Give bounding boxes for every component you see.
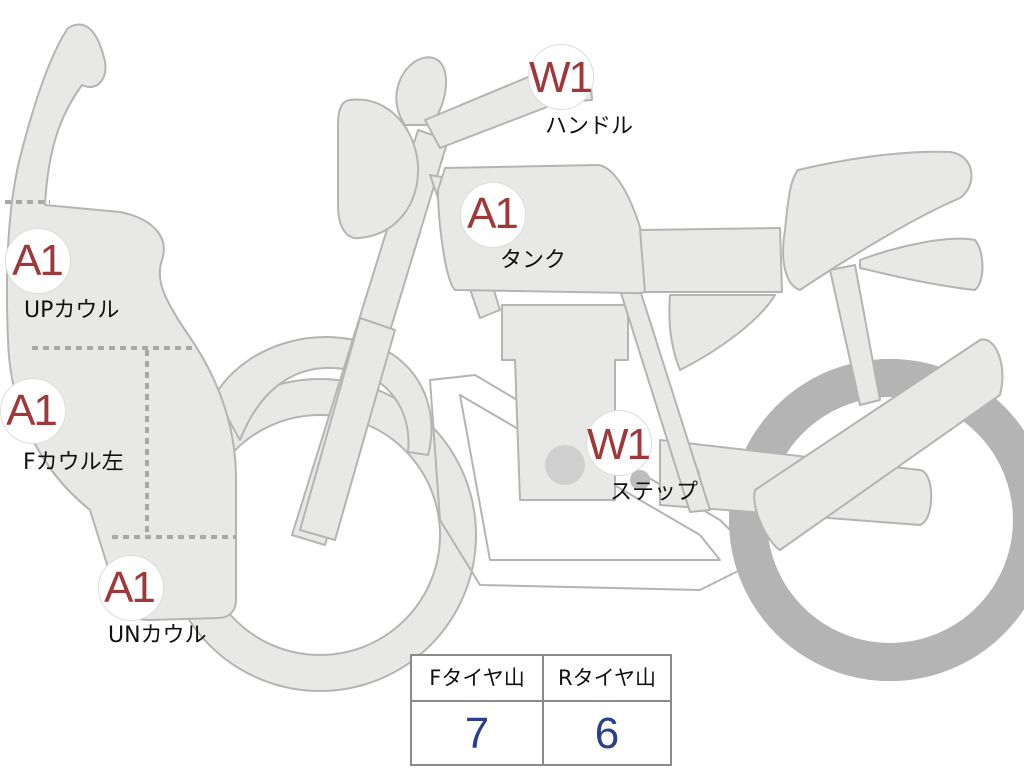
seat	[782, 150, 973, 291]
mirror	[395, 56, 448, 126]
marker-code: A1	[12, 236, 64, 285]
marker-code: W1	[529, 53, 593, 102]
rear-tire-column: Rタイヤ山 6	[542, 656, 672, 764]
rear-wheel	[729, 359, 1024, 681]
marker-code: W1	[587, 420, 651, 469]
rear-shock	[829, 264, 881, 406]
marker-label: ハンドル	[545, 114, 634, 139]
marker-code: A1	[467, 189, 519, 238]
tire-tread-table: Fタイヤ山 7 Rタイヤ山 6	[410, 654, 672, 766]
marker-code: A1	[6, 386, 58, 435]
marker-code: A1	[104, 563, 156, 612]
engine-cover	[545, 445, 585, 485]
marker-label: タンク	[500, 248, 567, 273]
front-tire-column: Fタイヤ山 7	[412, 656, 544, 764]
marker-label: UPカウル	[24, 298, 120, 323]
swingarm	[753, 338, 1004, 551]
rear-tire-value: 6	[594, 709, 620, 758]
marker-label: ステップ	[610, 480, 699, 505]
marker-label: Fカウル左	[23, 450, 124, 475]
rear-tire-header: Rタイヤ山	[542, 656, 672, 702]
front-tire-value: 7	[464, 709, 490, 758]
side-cover	[639, 227, 783, 293]
marker-label: UNカウル	[108, 623, 207, 648]
front-tire-header: Fタイヤ山	[412, 656, 542, 702]
